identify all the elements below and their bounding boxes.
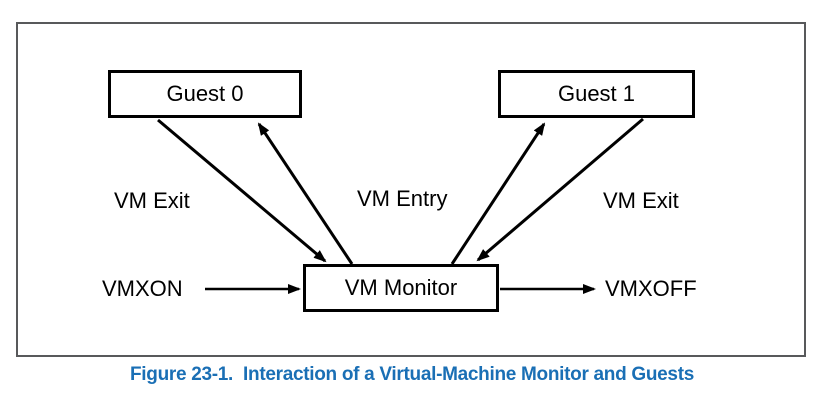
vm-exit-left-label: VM Exit [114, 188, 190, 213]
figure-number: Figure 23-1. [129, 364, 234, 385]
figure-caption: Figure 23-1. Interaction of a Virtual-Mac… [0, 364, 824, 386]
vmxoff-label: VMXOFF [605, 276, 697, 301]
vm-monitor-box: VM Monitor [303, 264, 499, 312]
guest1-box: Guest 1 [498, 70, 695, 118]
vmxon-label: VMXON [102, 276, 183, 301]
guest1-label: Guest 1 [557, 81, 636, 106]
vm-exit-right-label: VM Exit [603, 188, 679, 213]
vm-entry-label: VM Entry [357, 186, 448, 211]
vm-monitor-label: VM Monitor [344, 275, 458, 300]
figure-title: Interaction of a Virtual-Machine Monitor… [243, 364, 694, 385]
guest0-box: Guest 0 [108, 70, 302, 118]
guest0-label: Guest 0 [166, 81, 244, 106]
